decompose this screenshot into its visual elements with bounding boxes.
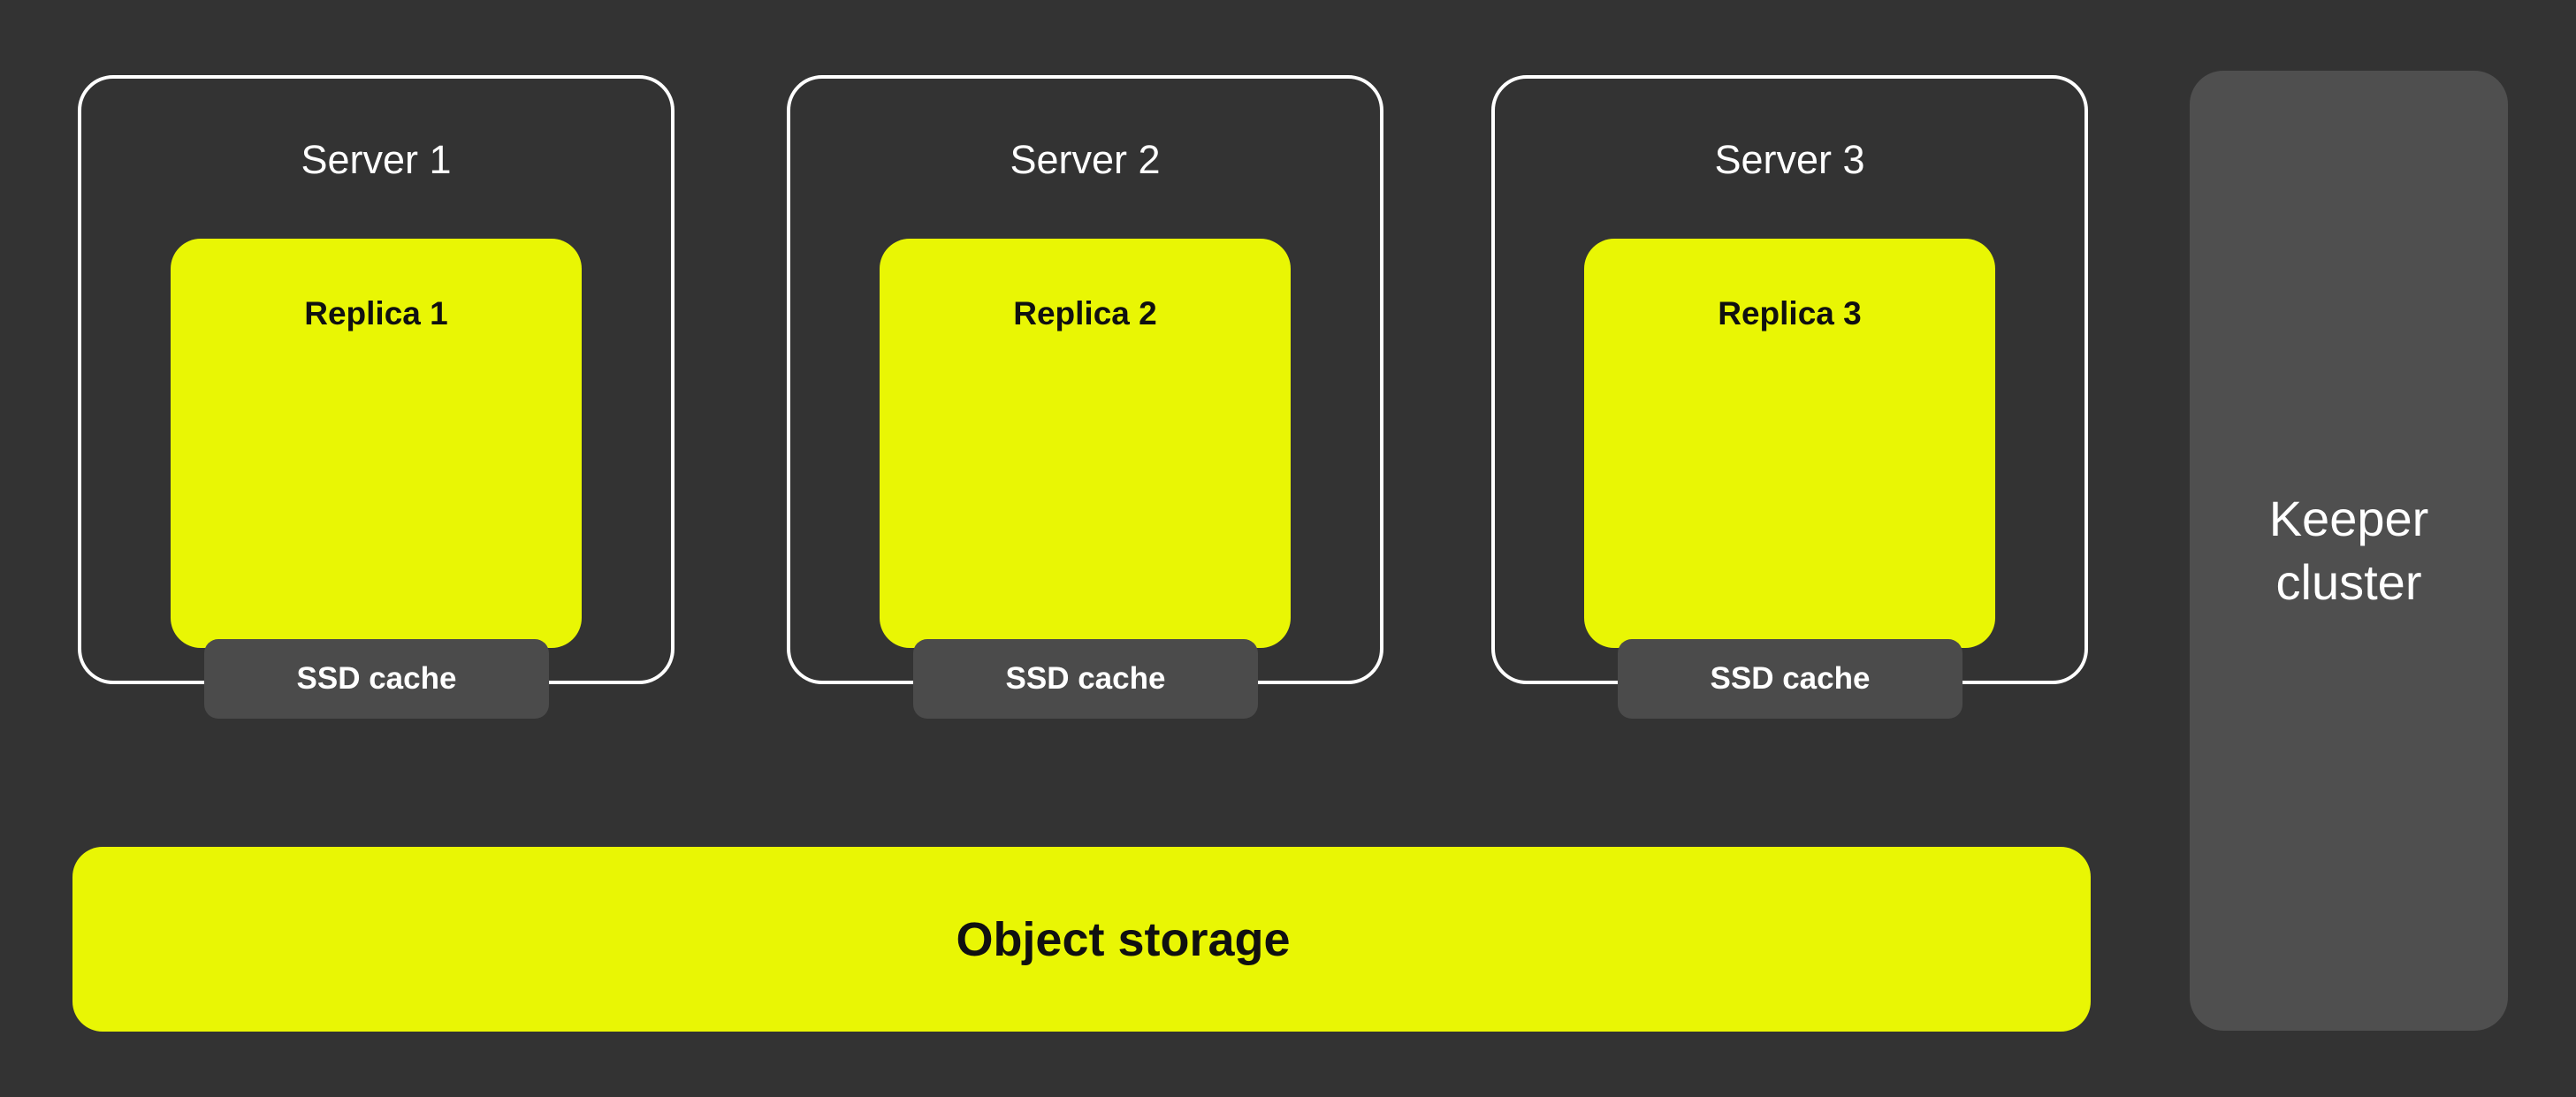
- server-1-title: Server 1: [301, 137, 452, 182]
- object-storage-box: Object storage: [72, 847, 2091, 1032]
- object-storage-label: Object storage: [956, 912, 1291, 966]
- server-1-box: Server 1 Replica 1 SSD cache: [78, 75, 674, 719]
- ssd-cache-3-label: SSD cache: [1710, 661, 1871, 696]
- replica-1-box: Replica 1: [171, 239, 582, 648]
- replica-2-label: Replica 2: [1013, 295, 1157, 331]
- ssd-cache-1-label: SSD cache: [296, 661, 457, 696]
- ssd-cache-1-box: SSD cache: [204, 639, 549, 719]
- replica-3-box: Replica 3: [1584, 239, 1995, 648]
- replica-3-label: Replica 3: [1718, 295, 1862, 331]
- keeper-cluster-box: Keeper cluster: [2190, 71, 2508, 1031]
- replica-1-label: Replica 1: [304, 295, 448, 331]
- ssd-cache-3-box: SSD cache: [1618, 639, 1962, 719]
- ssd-cache-2-label: SSD cache: [1005, 661, 1166, 696]
- replica-2-box: Replica 2: [880, 239, 1291, 648]
- server-3-box: Server 3 Replica 3 SSD cache: [1491, 75, 2088, 719]
- server-3-title: Server 3: [1714, 137, 1865, 182]
- ssd-cache-2-box: SSD cache: [913, 639, 1258, 719]
- server-2-title: Server 2: [1010, 137, 1161, 182]
- server-2-box: Server 2 Replica 2 SSD cache: [787, 75, 1383, 719]
- keeper-cluster-label: Keeper cluster: [2268, 491, 2429, 610]
